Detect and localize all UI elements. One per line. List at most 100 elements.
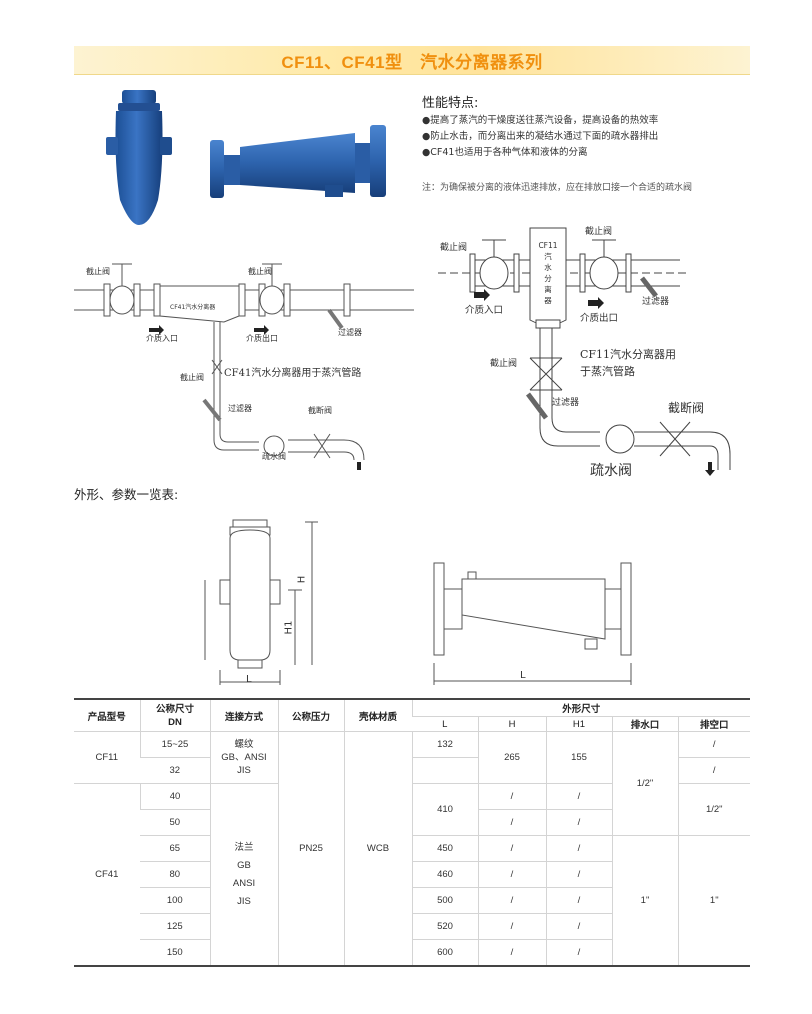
cell-h: 265 — [477, 731, 546, 784]
cell-h: / — [477, 835, 546, 862]
dim-h1: H1 — [283, 620, 295, 635]
header-dims: 外形尺寸 — [411, 698, 750, 717]
page-title: CF11、CF41型 汽水分离器系列 — [281, 53, 543, 72]
header-material: 壳体材质 — [343, 698, 412, 732]
cell-connection-line: ANSI — [232, 877, 256, 889]
device-label-line: 汽 — [544, 252, 552, 261]
cell-l — [411, 757, 478, 784]
cell-h: / — [477, 887, 546, 914]
title-banner: CF11、CF41型 汽水分离器系列 — [74, 46, 750, 75]
header-drain: 排水口 — [611, 716, 678, 732]
header-dn-line1: 公称尺寸 — [155, 703, 194, 715]
header-vent: 排空口 — [677, 716, 750, 732]
cell-h: / — [477, 861, 546, 888]
label-device: CF11 汽 水 分 离 器 — [533, 240, 563, 306]
cell-l: 520 — [411, 913, 478, 940]
label-valve: 截止阀 — [86, 267, 110, 276]
label-trap: 疏水阀 — [590, 463, 632, 479]
cell-vent: 1/2" — [677, 783, 750, 836]
cell-h1: / — [545, 861, 612, 888]
cell-h1: / — [545, 835, 612, 862]
label-valve: 截止阀 — [180, 373, 204, 382]
cell-dn: 32 — [140, 757, 210, 784]
cell-h1: 155 — [545, 731, 612, 784]
cell-connection: 法兰 GB ANSI JIS — [209, 783, 278, 966]
cell-h1: / — [545, 809, 612, 836]
cell-connection-line: GB — [237, 859, 251, 871]
cell-dn: 50 — [140, 809, 210, 836]
cell-dn: 40 — [139, 783, 210, 810]
cell-connection-line: 法兰 — [234, 841, 254, 853]
cell-l: 500 — [411, 887, 478, 914]
table-row: 125 520 / / — [74, 913, 750, 940]
dim-l: L — [246, 674, 252, 685]
cell-h: / — [477, 809, 546, 836]
diagram-caption: CF11汽水分离器用 — [580, 348, 677, 361]
section-title: 外形、参数一览表: — [74, 487, 179, 502]
cell-material: WCB — [343, 731, 412, 966]
cf41-dimension-drawing — [433, 562, 632, 685]
cell-dn: 125 — [140, 913, 210, 940]
label-device: CF41汽水分离器 — [170, 304, 216, 311]
cell-dn: 15~25 — [139, 731, 210, 758]
dim-l: L — [520, 670, 526, 681]
cell-connection-line: JIS — [237, 895, 251, 907]
cell-drain: 1/2" — [611, 731, 678, 836]
cell-pressure: PN25 — [277, 731, 344, 966]
cf41-piping-diagram — [74, 263, 414, 470]
label-filter: 过滤器 — [338, 328, 362, 337]
label-valve: 截止阀 — [440, 243, 468, 253]
cf11-piping-diagram — [438, 227, 731, 476]
cell-h: / — [477, 783, 546, 810]
header-h: H — [477, 716, 546, 732]
label-inlet: 介质入口 — [465, 305, 504, 316]
cell-model: CF41 — [74, 783, 140, 966]
table-row: 32 / — [74, 757, 750, 784]
cell-connection: 螺纹 GB、ANSI JIS — [209, 731, 278, 784]
product-photos — [106, 90, 386, 225]
table-row: CF41 40 法兰 GB ANSI JIS 410 / / 1/2" — [74, 783, 750, 966]
diagram-caption: 于蒸汽管路 — [580, 365, 635, 378]
cf11-photo — [106, 90, 172, 225]
spec-table: 产品型号 公称尺寸 DN 连接方式 公称压力 壳体材质 外形尺寸 L H H1 … — [74, 698, 750, 967]
table-row: 80 460 / / — [74, 861, 750, 888]
feature-item: ●防止水击，而分离出来的凝结水通过下面的疏水器排出 — [422, 131, 659, 142]
feature-item: ●CF41也适用于各种气体和液体的分离 — [422, 147, 588, 158]
label-outlet: 介质出口 — [580, 313, 619, 324]
cf41-photo — [210, 125, 386, 198]
device-label-line: 分 — [544, 274, 552, 283]
feature-item: ●提高了蒸汽的干燥度送往蒸汽设备，提高设备的热效率 — [422, 115, 659, 126]
cell-dn: 80 — [140, 861, 210, 888]
cell-connection-line: JIS — [237, 765, 251, 776]
cell-model: CF11 — [74, 731, 140, 784]
header-pressure: 公称压力 — [277, 698, 344, 732]
cell-drain: 1" — [611, 835, 678, 966]
device-label-line: 离 — [544, 285, 552, 294]
header-connection: 连接方式 — [209, 698, 278, 732]
cf11-dimension-drawing — [204, 519, 318, 685]
header-h1: H1 — [545, 716, 612, 732]
cell-h: / — [477, 913, 546, 940]
diagram-caption: CF41汽水分离器用于蒸汽管路 — [224, 368, 362, 379]
table-row: 65 450 / / 1" 1" — [74, 835, 750, 966]
header-dn: 公称尺寸 DN — [139, 698, 210, 732]
header-dn-line2: DN — [168, 716, 182, 728]
label-filter: 过滤器 — [642, 297, 670, 307]
cell-dn: 100 — [140, 887, 210, 914]
cell-l: 450 — [411, 835, 478, 862]
cell-h1: / — [545, 783, 612, 810]
cell-h1: / — [545, 939, 612, 966]
device-label-line: CF11 — [538, 241, 558, 250]
label-filter: 过滤器 — [552, 398, 580, 408]
cell-vent: 1" — [677, 835, 750, 966]
cell-connection-line: GB、ANSI — [221, 752, 267, 763]
device-label-line: 水 — [544, 263, 552, 272]
label-valve: 截止阀 — [490, 359, 518, 369]
label-valve: 截止阀 — [585, 227, 613, 237]
cell-h1: / — [545, 887, 612, 914]
cell-vent: / — [677, 757, 750, 784]
features-title: 性能特点: — [422, 96, 479, 111]
dim-h: H — [296, 575, 308, 584]
label-shutoff-valve: 截断阀 — [308, 406, 332, 415]
installation-note: 注：为确保被分离的液体迅速排放，应在排放口接一个合适的疏水阀 — [422, 183, 693, 193]
